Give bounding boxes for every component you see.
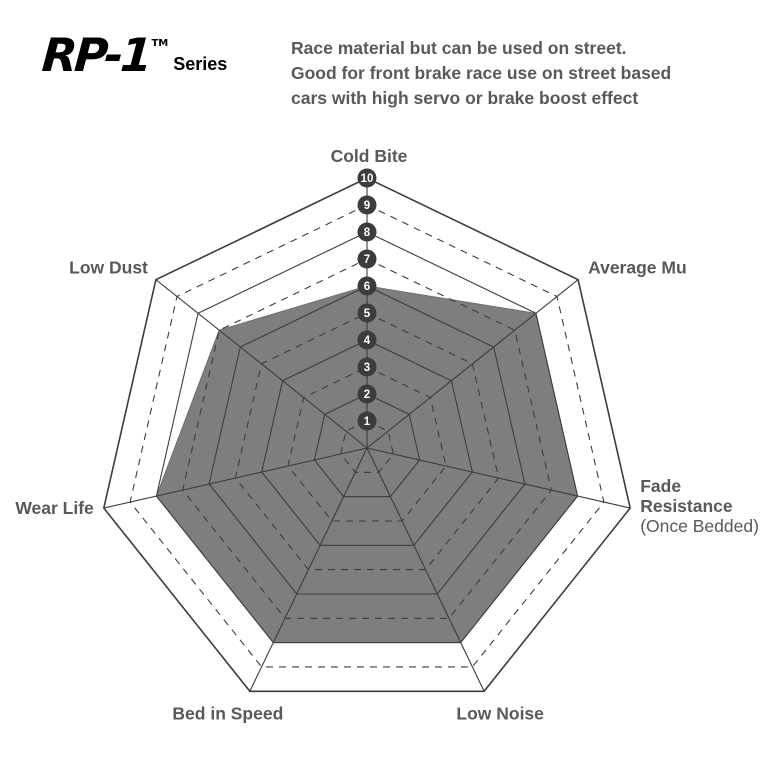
axis-spoke-2 (366, 447, 631, 509)
brand-logo: RP-1 TM Series (40, 28, 228, 82)
tick-badge-8 (357, 222, 377, 242)
axis-label-4-line-0: Bed in Speed (172, 703, 283, 723)
tick-badge-label-2: 2 (364, 389, 370, 401)
axis-spoke-5 (103, 447, 368, 509)
tick-badge-9 (357, 195, 377, 215)
axis-spoke-1 (366, 279, 579, 449)
tick-badge-label-5: 5 (364, 308, 371, 320)
tick-badge-label-1: 1 (364, 416, 371, 428)
tick-badge-4 (357, 330, 377, 350)
description-line-3: cars with high servo or brake boost effe… (291, 87, 639, 108)
description-line-2: Good for front brake race use on street … (291, 62, 672, 83)
axis-spoke-4 (249, 447, 368, 692)
tick-badge-7 (357, 249, 377, 269)
grid-ring-4 (261, 339, 473, 546)
logo-series-text: Series (173, 53, 228, 74)
grid-ring-2 (313, 393, 421, 498)
axis-label-0-line-0: Cold Bite (331, 146, 408, 166)
axis-label-2-line-2: (Once Bedded) (640, 516, 759, 536)
grid-ring-6 (208, 285, 526, 595)
tick-badge-label-4: 4 (364, 335, 371, 347)
grid-ring-5 (234, 312, 500, 571)
product-description: Race material but can be used on street.… (291, 36, 671, 111)
tick-badge-label-10: 10 (361, 173, 374, 185)
tick-badge-label-3: 3 (364, 362, 370, 374)
axis-spoke-3 (366, 447, 485, 692)
axis-spoke-6 (155, 279, 368, 449)
tick-badge-label-6: 6 (364, 281, 370, 293)
tick-badge-label-9: 9 (364, 200, 370, 212)
tick-badge-10 (357, 168, 377, 188)
axis-label-1-line-0: Average Mu (588, 258, 687, 278)
axis-label-5-line-0: Wear Life (15, 498, 94, 518)
tick-badge-5 (357, 303, 377, 323)
tick-badge-label-8: 8 (364, 227, 371, 239)
tick-badge-label-7: 7 (364, 254, 370, 266)
axis-label-3-line-0: Low Noise (456, 703, 544, 723)
tick-badge-1 (357, 411, 377, 431)
grid-ring-3 (287, 366, 447, 522)
tick-badge-6 (357, 276, 377, 296)
axis-label-2-line-1: Resistance (640, 496, 733, 516)
grid-ring-7 (182, 258, 552, 619)
description-line-1: Race material but can be used on street. (291, 38, 627, 58)
tick-badge-2 (357, 384, 377, 404)
tick-badge-3 (357, 357, 377, 377)
grid-ring-8 (155, 231, 579, 644)
trademark-symbol: TM (151, 38, 169, 49)
axis-label-6-line-0: Low Dust (69, 258, 148, 278)
grid-ring-10 (102, 177, 632, 693)
axis-label-2-line-0: Fade (640, 476, 681, 496)
grid-ring-1 (340, 420, 394, 473)
